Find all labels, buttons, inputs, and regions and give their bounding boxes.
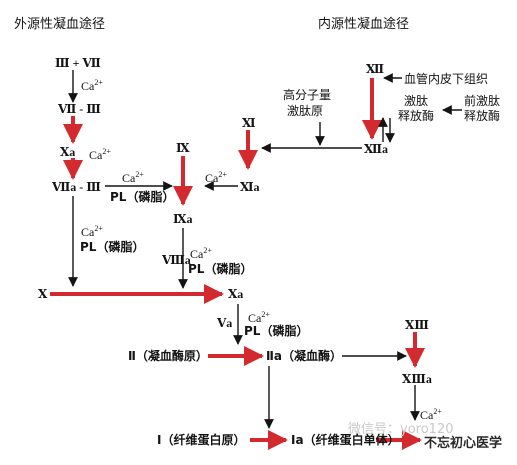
label-prekallikrein-2: 释放酶 (464, 109, 501, 123)
node-f10a: Ⅹa (228, 287, 244, 301)
intrinsic-pathway-title: 内源性凝血途径 (318, 17, 410, 32)
node-f13a: ⅩⅢa (402, 372, 432, 386)
cofactor-pl-1: PL（磷脂） (110, 190, 175, 204)
cofactor-ca-1: Ca2+ (81, 78, 103, 93)
cofactor-ca-8: Ca2+ (420, 407, 442, 422)
cofactor-ca-6: Ca2+ (190, 246, 212, 261)
node-f11a: Ⅺa (240, 180, 260, 194)
node-fibrinogen: Ⅰ（纤维蛋白原） (157, 433, 246, 447)
label-kinin-releaser-2: 释放酶 (398, 109, 435, 123)
cofactor-pl-3: PL（磷脂） (188, 262, 253, 276)
watermark-account-name: 不忘初心医学 (424, 436, 503, 451)
node-f11: Ⅺ (242, 116, 256, 130)
watermark-wechat-id: 微信号：yoro120 (348, 422, 454, 437)
cofactor-pl-2: PL（磷脂） (80, 240, 145, 254)
node-f13: ⅩⅢ (405, 318, 429, 332)
label-hmwk-line1: 高分子量 (283, 88, 332, 102)
cofactor-pl-4: PL（磷脂） (244, 324, 309, 338)
node-f3-f7: Ⅲ + Ⅶ (55, 56, 101, 70)
node-f10: Ⅹ (38, 287, 48, 301)
node-f12: Ⅻ (366, 62, 385, 76)
node-f8a: Ⅷa (162, 253, 191, 267)
label-kinin-releaser-1: 激肽 (404, 94, 429, 108)
node-f12a: Ⅻa (364, 142, 389, 156)
extrinsic-pathway-title: 外源性凝血途径 (14, 17, 106, 32)
node-f5a: Ⅴa (217, 316, 233, 330)
node-fibrin-monomer: Ⅰa（纤维蛋白单体） (291, 433, 400, 447)
node-f9: Ⅸ (176, 141, 190, 155)
node-f7a-f3: Ⅶa - Ⅲ (52, 180, 101, 194)
node-prothrombin: Ⅱ（凝血酶原） (128, 349, 208, 363)
cofactor-ca-2: Ca2+ (89, 147, 111, 162)
node-f9a: Ⅸa (173, 212, 193, 226)
node-thrombin: Ⅱa（凝血酶） (266, 349, 343, 363)
cofactor-ca-4: Ca2+ (81, 224, 103, 239)
node-f7-f3: Ⅶ - Ⅲ (58, 102, 101, 116)
label-hmwk-line2: 激肽原 (287, 104, 324, 118)
cofactor-ca-3: Ca2+ (122, 170, 144, 185)
label-prekallikrein-1: 前激肽 (464, 94, 501, 108)
cofactor-ca-5: Ca2+ (205, 170, 227, 185)
node-f10a-top: Ⅹa (60, 145, 76, 159)
label-subendothelium: 血管内皮下组织 (404, 72, 489, 86)
cofactor-ca-7: Ca2+ (248, 310, 270, 325)
